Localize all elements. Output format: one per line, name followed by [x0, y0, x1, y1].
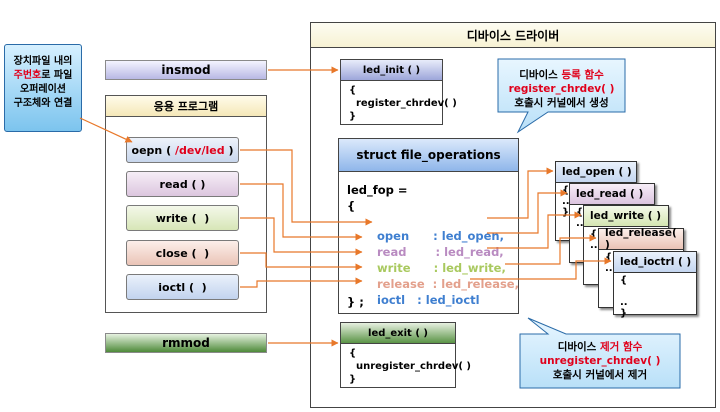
file-operations-title: struct file_operations	[339, 139, 518, 172]
callout-line-2: 주번호로 파일	[5, 69, 81, 83]
led-init-box: led_init ( ) { register_chrdev( ) }	[340, 59, 457, 125]
register-bubble-highlight: 등록 함수	[561, 69, 604, 81]
fops-entry-release: release: led_release,	[361, 263, 519, 305]
fops-sep-release: :	[432, 277, 438, 291]
rmmod-bar: rmmod	[105, 333, 267, 353]
arrow-callout-open	[79, 117, 133, 143]
unregister-bubble-prefix: 디바이스	[557, 341, 600, 353]
register-bubble-text: 디바이스 등록 함수 register_chrdev( ) 호출시 커널에서 생…	[498, 68, 625, 110]
fops-sep-write: :	[433, 261, 439, 275]
arrow-ioctl	[240, 277, 363, 288]
callout-line-4: 구조체와 연결	[13, 98, 73, 109]
fops-value-write: led_write,	[442, 261, 506, 275]
fops-entry-ioctl: ioctl: led_ioctl	[361, 279, 480, 321]
open-call-path: /dev/led	[174, 143, 225, 157]
card-led-read-title: led_read ( )	[570, 184, 654, 205]
register-bubble-function: register_chrdev( )	[508, 83, 615, 95]
unregister-bubble-line-1: 디바이스 제거 함수	[520, 340, 680, 354]
fops-entry-write: write: led_write,	[361, 247, 506, 289]
arrow-led-open	[487, 167, 554, 219]
arrow-read	[240, 183, 363, 241]
unregister-bubble-function: unregister_chrdev( )	[539, 355, 661, 367]
card-led-open-title: led_open ( )	[556, 162, 636, 183]
close-call: close ( )	[126, 240, 239, 266]
open-call: oepn ( /dev/led )	[126, 137, 239, 163]
file-operations-box: struct file_operations led_fop = { open:…	[338, 138, 519, 314]
fops-close-brace: } ;	[347, 295, 364, 309]
led-exit-title: led_exit ( )	[341, 323, 455, 344]
insmod-bar: insmod	[105, 60, 267, 80]
unregister-bubble-line-3: 호출시 커널에서 제거	[552, 369, 648, 381]
arrow-write	[240, 217, 363, 256]
led-init-title: led_init ( )	[341, 60, 442, 81]
fops-sep-open: :	[433, 229, 438, 243]
callout-line-3: 오퍼레이션	[20, 84, 66, 95]
callout-major-number: 주번호	[13, 70, 42, 81]
card-led-ioctl: led_ioctrl ( ) { .. }	[613, 251, 697, 319]
card-led-release-title: led_release( )	[599, 227, 683, 251]
unregister-bubble-highlight: 제거 함수	[600, 341, 643, 353]
fops-open-brace: {	[347, 199, 356, 213]
card-led-ioctl-body: { .. }	[620, 275, 628, 319]
driver-title: 디바이스 드라이버	[310, 22, 716, 48]
app-title: 응용 프로그램	[105, 95, 267, 117]
read-call: read ( )	[126, 171, 239, 197]
open-call-prefix: oepn (	[131, 143, 175, 157]
callout-line-2-rest: 로 파일	[41, 70, 73, 81]
fops-field-ioctl: ioctl	[377, 293, 406, 307]
ioctl-call: ioctl ( )	[126, 274, 239, 300]
fops-sep-read: :	[435, 245, 441, 259]
arrow-led-release	[505, 234, 597, 265]
fops-field-open: open	[377, 229, 410, 243]
arrow-open	[240, 149, 373, 226]
arrow-led-ioctl	[470, 257, 612, 280]
fops-field-write: write	[377, 261, 411, 275]
arrow-led-write	[487, 211, 582, 249]
card-led-write-title: led_write ( )	[584, 206, 668, 227]
fops-field-read: read	[377, 245, 407, 259]
register-bubble-prefix: 디바이스	[519, 69, 562, 81]
open-call-suffix: )	[224, 143, 234, 157]
register-bubble-line-1: 디바이스 등록 함수	[498, 68, 625, 82]
register-bubble-line-3: 호출시 커널에서 생성	[514, 97, 609, 109]
write-call: write ( )	[126, 205, 239, 231]
unregister-bubble-text: 디바이스 제거 함수 unregister_chrdev( ) 호출시 커널에서…	[520, 340, 680, 382]
arrow-close	[240, 252, 363, 271]
led-exit-box: led_exit ( ) { unregister_chrdev( ) }	[340, 322, 471, 388]
fops-value-release: led_release,	[441, 277, 519, 291]
fops-decl: led_fop =	[347, 183, 408, 197]
register-bubble	[497, 58, 626, 134]
unregister-bubble	[519, 317, 681, 389]
callout-line-1: 장치파일 내의	[13, 56, 73, 67]
fops-value-ioctl: led_ioctl	[425, 293, 480, 307]
fops-sep-ioctl: :	[417, 293, 422, 307]
major-number-callout: 장치파일 내의 주번호로 파일 오퍼레이션 구조체와 연결	[4, 44, 82, 132]
card-led-ioctl-title: led_ioctrl ( )	[614, 252, 696, 273]
arrow-led-read	[487, 189, 568, 234]
fops-field-release: release	[377, 277, 425, 291]
